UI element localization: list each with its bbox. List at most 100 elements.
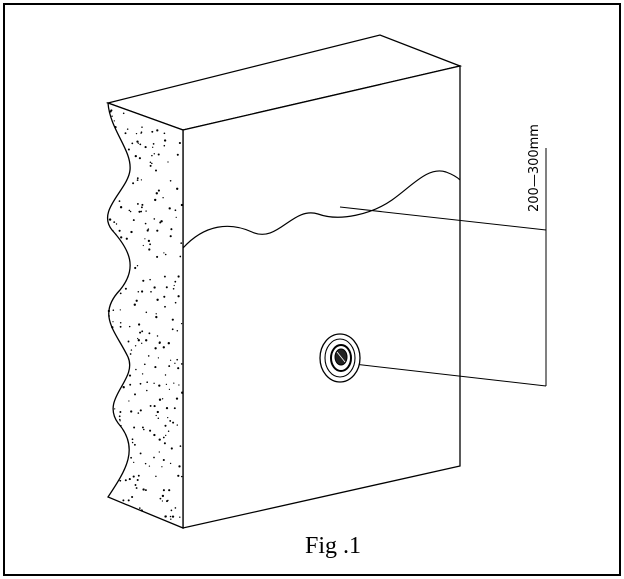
stipple-dot [176,358,179,361]
stipple-dot [119,325,122,328]
stipple-dot [165,383,168,386]
stipple-dot [174,301,177,304]
stipple-dot [174,209,177,212]
stipple-dot [149,161,152,164]
stipple-dot [130,410,133,413]
stipple-dot [168,489,171,492]
stipple-dot [148,248,151,251]
stipple-dot [137,412,140,414]
stipple-dot [122,499,125,502]
stipple-dot [179,255,182,258]
stipple-dot [136,265,139,267]
stipple-dot [127,148,130,151]
stipple-dot [170,518,172,520]
stipple-dot [163,442,166,445]
stipple-dot [168,207,171,210]
stipple-dot [164,374,167,376]
stipple-dot [120,425,122,427]
stipple-dot [130,349,133,351]
stipple-dot [128,209,131,212]
stipple-dot [174,507,177,509]
stipple-dot [148,332,151,335]
stipple-dot [115,233,117,235]
stipple-dot [176,424,178,426]
stipple-dot [129,353,132,355]
stipple-dot [132,182,135,185]
stipple-dot [167,416,169,419]
stipple-dot [157,357,160,359]
stipple-dot [112,229,114,232]
stipple-dot [161,500,164,502]
stipple-dot [180,242,183,244]
stipple-dot [175,397,179,400]
stipple-dot [157,153,160,156]
stipple-dot [164,424,167,427]
stipple-dot [177,295,180,298]
stipple-dot [170,447,173,450]
stipple-dot [155,192,158,195]
stipple-dot [146,229,149,232]
stipple-dot [114,125,117,129]
stipple-dot [122,386,125,389]
stipple-dot [157,189,160,192]
stipple-dot [136,177,139,180]
stipple-dot [163,144,166,147]
stipple-dot [156,129,159,132]
stipple-dot [177,474,180,477]
stipple-dot [145,210,147,212]
stipple-dot [119,292,122,295]
stipple-dot [178,384,180,386]
stipple-dot [135,299,138,302]
stipple-dot [158,438,161,441]
stipple-dot [162,436,165,439]
stipple-dot [138,210,141,213]
stipple-dot [158,451,160,453]
stipple-dot [107,309,111,313]
stipple-dot [141,290,144,293]
stipple-dot [149,164,152,167]
stipple-dot [161,466,163,468]
stipple-dot [134,154,137,158]
stipple-dot [166,500,168,503]
stipple-dot [169,419,172,422]
stipple-dot [111,115,113,117]
stipple-dot [136,202,139,205]
stipple-dot [139,143,142,146]
stipple-dot [171,328,174,331]
stipple-dot [145,311,148,314]
stipple-dot [142,244,144,247]
stipple-dot [165,406,169,410]
stipple-dot [140,179,143,181]
stipple-dot [139,409,142,412]
stipple-dot [144,222,147,225]
stipple-dot [146,389,148,392]
stipple-dot [137,323,141,326]
stipple-dot [158,398,162,401]
stipple-dot [129,210,132,213]
stipple-dot [137,474,140,477]
stipple-dot [172,287,175,290]
stipple-dot [171,318,174,321]
stipple-dot [135,487,138,489]
stipple-dot [108,218,112,221]
stipple-dot [162,197,164,199]
dimension-leader-top [339,206,547,231]
stipple-dot [141,342,143,344]
stipple-dot [149,404,152,407]
stipple-dot [129,383,132,386]
stipple-dot [150,290,152,293]
stipple-dot [119,420,121,422]
stipple-dot [176,330,179,332]
cut-section-concrete [106,102,184,529]
stipple-dot [127,499,130,502]
stipple-dot [136,179,139,181]
stipple-dot [155,414,157,417]
stipple-dot [155,475,157,478]
stipple-dot [173,284,175,287]
stipple-dot [179,445,182,447]
stipple-dot [130,456,133,459]
stipple-dot [131,441,134,444]
stipple-dot [153,433,156,437]
stipple-dot [119,411,122,413]
nozzle-icon [319,333,361,383]
